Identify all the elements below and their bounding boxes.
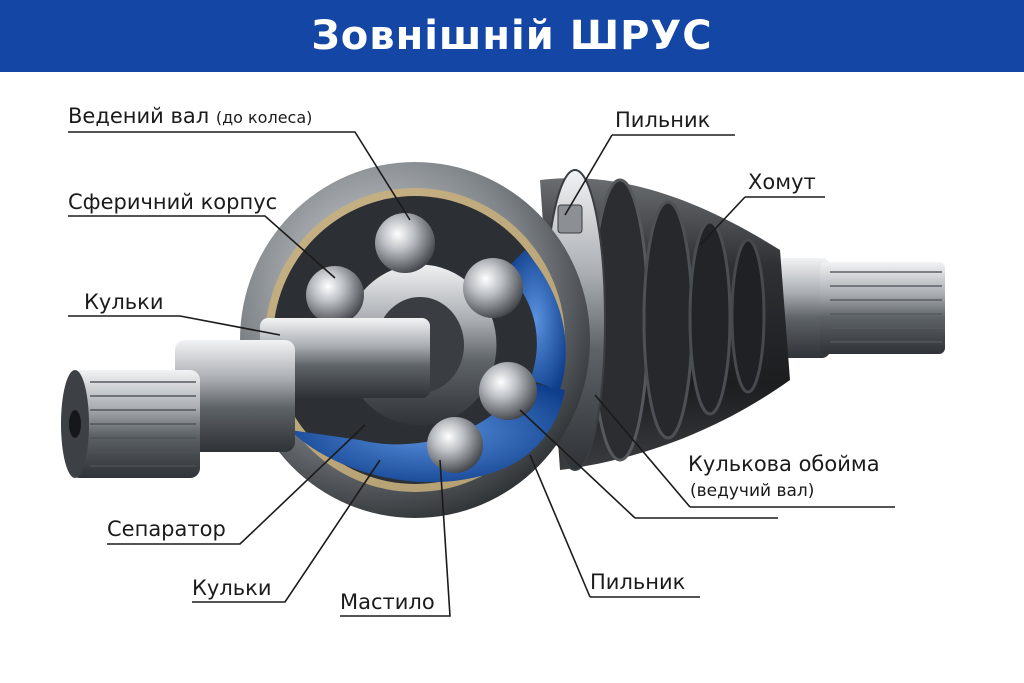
label-separator: Сепаратор [107,517,226,541]
label-spherical-housing: Сферичний корпус [68,190,278,214]
label-grease: Мастило [340,590,435,614]
label-boot-bottom: Пильник [590,570,686,594]
label-boot-top: Пильник [615,108,711,132]
label-driven-shaft-note: (до колеса) [215,108,313,127]
leader-lines [68,131,895,617]
page-title: Зовнішній ШРУС [311,13,713,59]
label-clamp: Хомут [748,170,816,194]
title-bar: Зовнішній ШРУС [0,0,1024,72]
balls [306,213,537,473]
cv-joint-illustration [61,131,945,617]
label-balls-top: Кульки [84,290,164,314]
label-driven-shaft-text: Ведений вал [68,104,210,128]
label-balls-bottom: Кульки [192,576,272,600]
right-shaft [760,258,945,358]
label-ball-race: Кулькова обойма [688,452,880,476]
label-ball-race-note: (ведучий вал) [690,481,815,501]
left-shaft [61,318,430,478]
label-driven-shaft: Ведений вал (до колеса) [68,104,312,130]
